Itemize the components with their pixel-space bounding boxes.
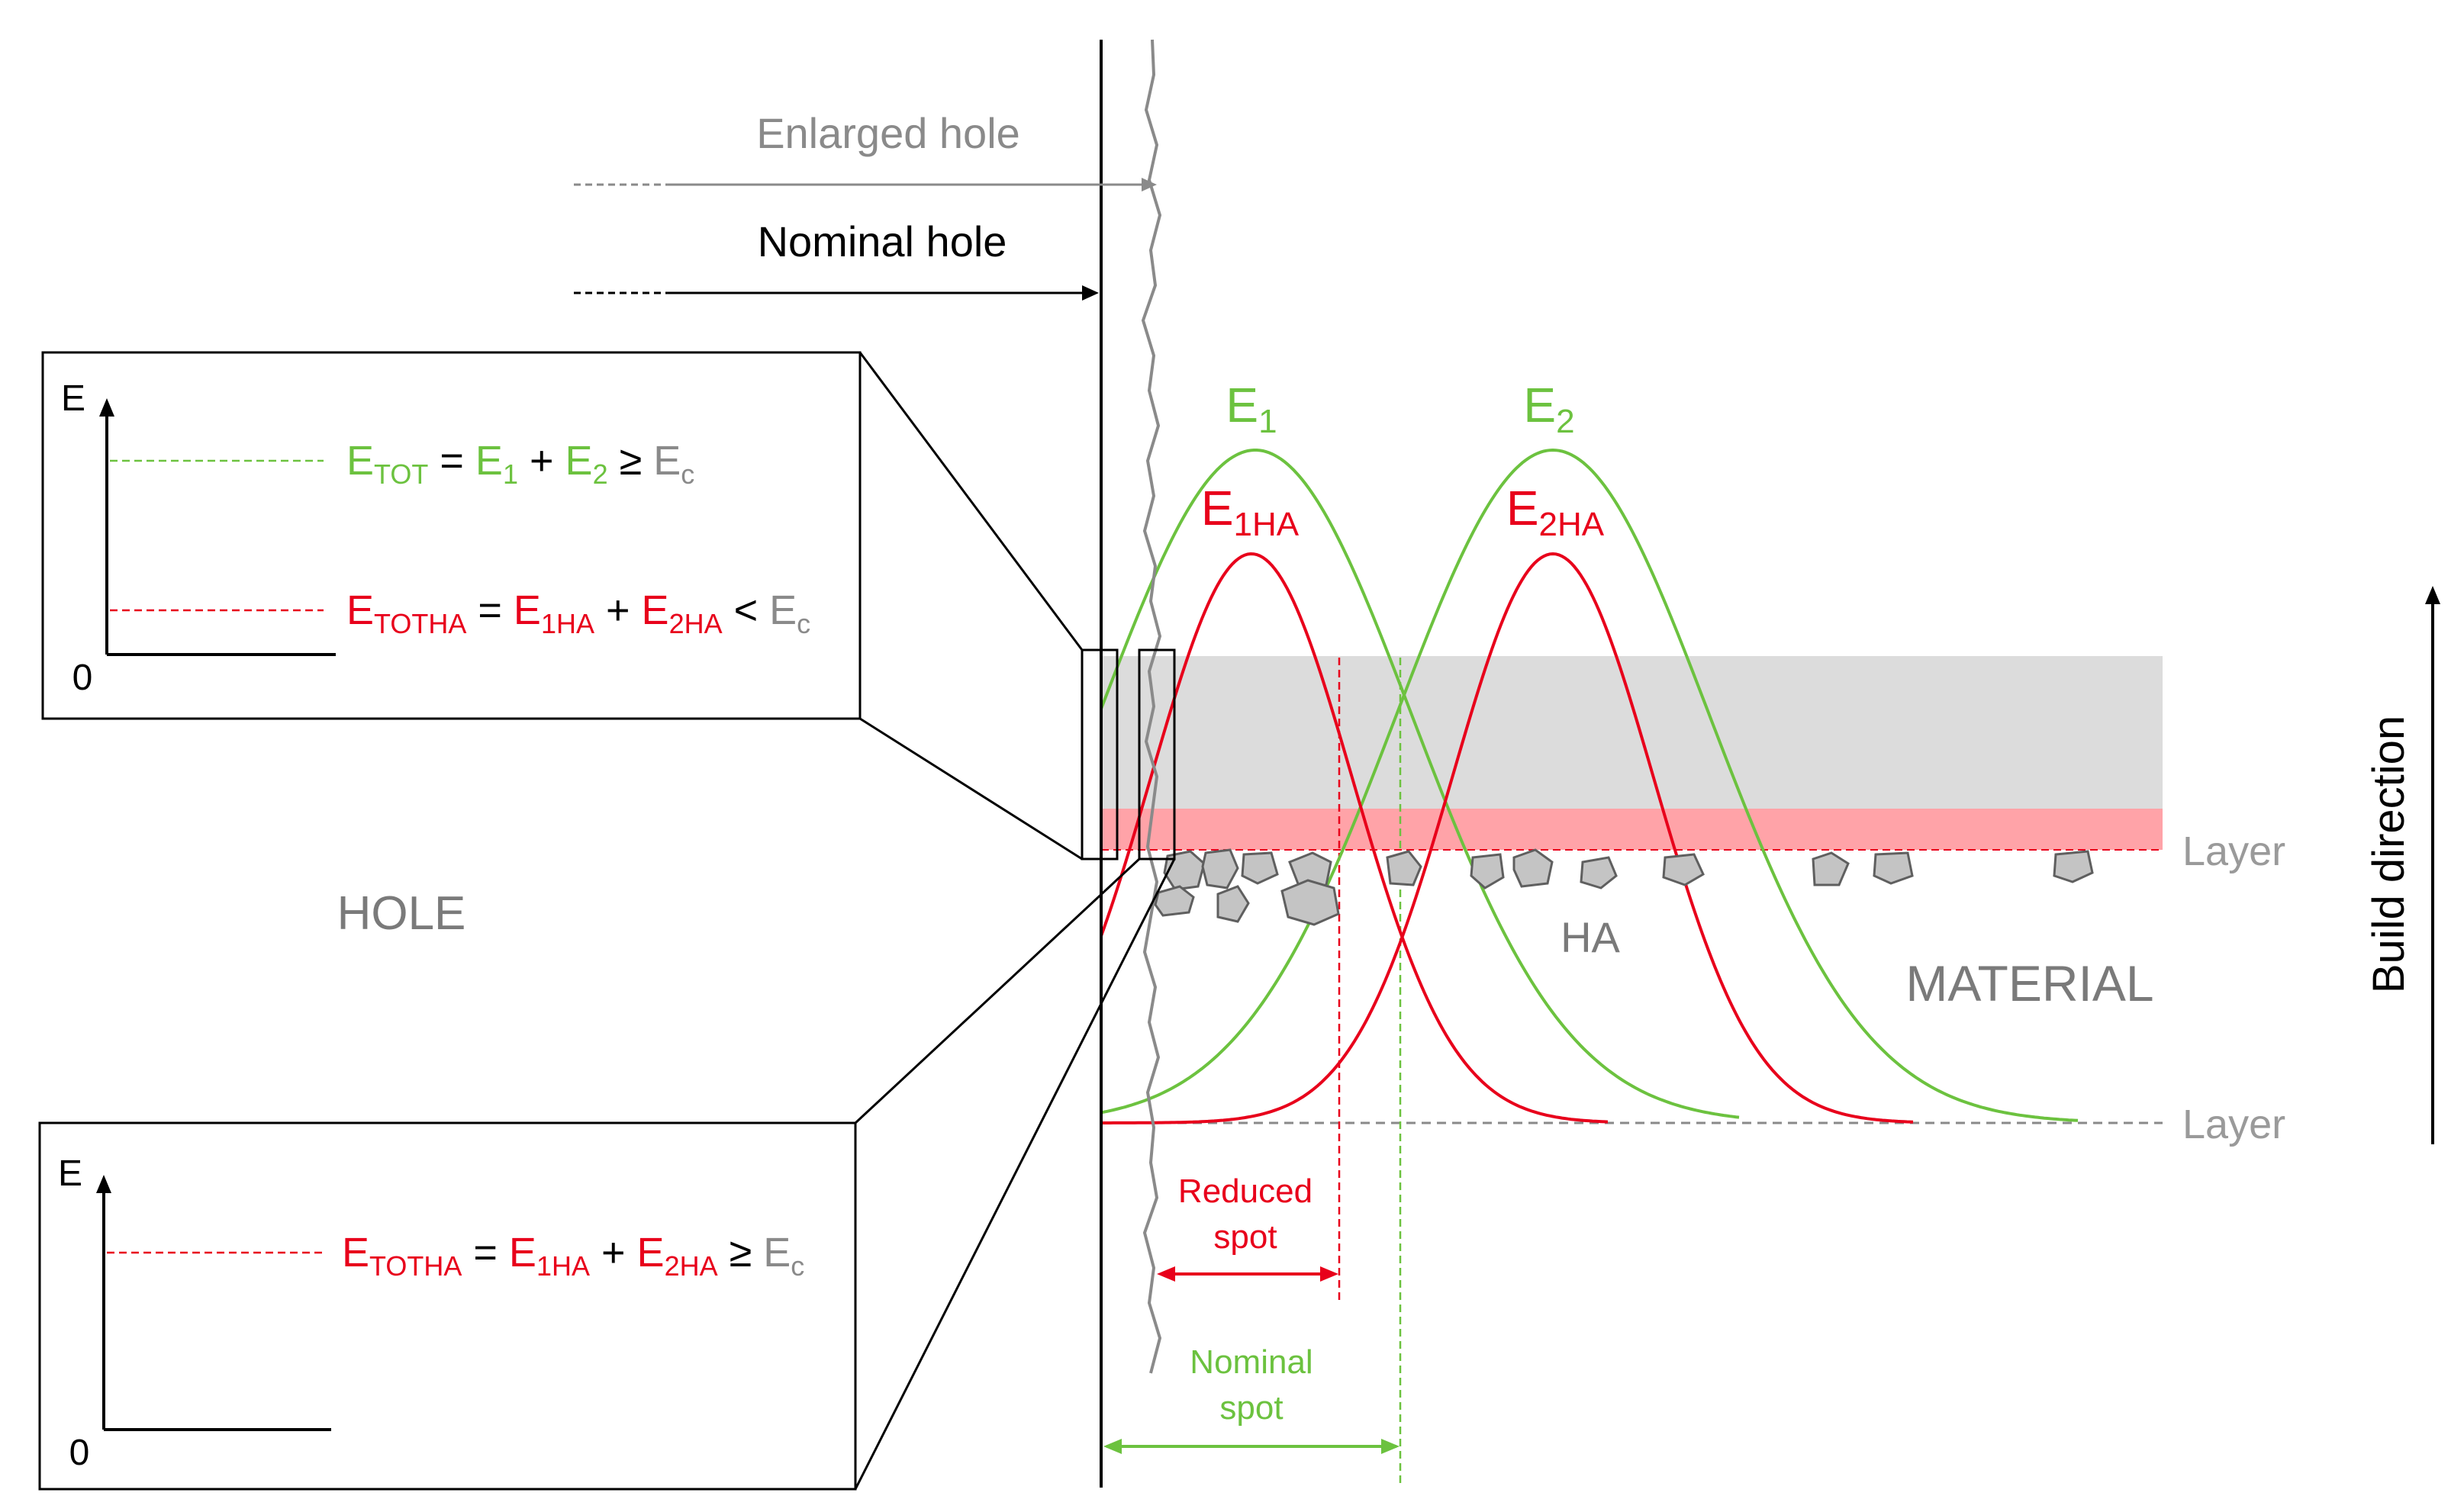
build-direction-arrowhead bbox=[2425, 586, 2440, 604]
layer-bottom-label: Layer bbox=[2182, 1102, 2285, 1147]
nominal-spot-arrowhead-right bbox=[1381, 1439, 1399, 1454]
inset-bottom-axis-label: E bbox=[58, 1153, 82, 1194]
nominal-spot-label-2: spot bbox=[1219, 1389, 1283, 1427]
particle bbox=[1201, 848, 1239, 890]
connector-bottom-1 bbox=[854, 857, 1141, 1124]
connector-bottom-2 bbox=[854, 858, 1176, 1490]
e1-label: E1 bbox=[1226, 378, 1277, 440]
enlarged-hole-label: Enlarged hole bbox=[756, 109, 1020, 157]
particle bbox=[1662, 853, 1705, 886]
build-direction-label: Build direction bbox=[2364, 716, 2414, 993]
inset-top-frame bbox=[41, 351, 862, 720]
inset-bottom-frame bbox=[38, 1121, 857, 1491]
reduced-spot-label-2: spot bbox=[1213, 1218, 1277, 1256]
inset-bottom: E 0 ETOTHA = E1HA + E2HA ≥ Ec bbox=[38, 1121, 857, 1491]
enlarged-hole-wall bbox=[1141, 39, 1162, 1374]
inset-top: E 0 ETOT = E1 + E2 ≥ Ec ETOTHA = E1HA + … bbox=[41, 351, 862, 720]
curve-e1 bbox=[1100, 449, 1740, 1119]
connector-top-2 bbox=[859, 717, 1083, 861]
curve-e1ha bbox=[1100, 552, 1609, 1124]
material-label: MATERIAL bbox=[1905, 955, 2153, 1012]
curve-e2 bbox=[1100, 448, 2079, 1122]
particle bbox=[1580, 856, 1618, 890]
inset-bottom-y-arrowhead bbox=[96, 1175, 111, 1193]
heat-affected-band bbox=[1101, 809, 2163, 850]
reduced-spot-arrowhead-left bbox=[1157, 1266, 1175, 1282]
processed-layer-band bbox=[1101, 656, 2163, 809]
particle bbox=[1241, 851, 1279, 885]
hole-label: HOLE bbox=[337, 887, 466, 940]
particle bbox=[1470, 853, 1505, 890]
ha-label: HA bbox=[1561, 913, 1620, 961]
ha-particles bbox=[1154, 848, 2094, 926]
nominal-spot-label-1: Nominal bbox=[1190, 1343, 1313, 1381]
particle bbox=[1163, 850, 1206, 891]
inset-top-y-arrowhead bbox=[99, 398, 114, 417]
inset-bottom-origin-label: 0 bbox=[69, 1433, 90, 1473]
e1ha-label: E1HA bbox=[1201, 481, 1300, 543]
nominal-hole-label: Nominal hole bbox=[758, 217, 1007, 265]
curve-e2ha bbox=[1101, 552, 1914, 1124]
particle bbox=[2053, 850, 2094, 883]
reduced-spot-arrowhead-right bbox=[1320, 1266, 1338, 1282]
nominal-spot-arrowhead-left bbox=[1103, 1439, 1122, 1454]
zoom-rect-nominal bbox=[1081, 648, 1119, 861]
inset-top-origin-label: 0 bbox=[72, 658, 93, 698]
layer-top-label: Layer bbox=[2182, 828, 2285, 874]
reduced-spot-label-1: Reduced bbox=[1178, 1173, 1313, 1210]
particle bbox=[1280, 879, 1340, 926]
particle bbox=[1216, 885, 1250, 923]
inset-top-equation-1: ETOT = E1 + E2 ≥ Ec bbox=[346, 438, 694, 490]
nominal-hole-arrowhead bbox=[1082, 285, 1099, 301]
e2-label: E2 bbox=[1523, 378, 1574, 440]
particle bbox=[1812, 851, 1850, 886]
particle bbox=[1512, 848, 1554, 888]
particle bbox=[1154, 885, 1195, 917]
particle bbox=[1386, 850, 1422, 886]
e2ha-label: E2HA bbox=[1506, 481, 1605, 543]
inset-bottom-equation: ETOTHA = E1HA + E2HA ≥ Ec bbox=[342, 1230, 804, 1282]
inset-top-equation-2: ETOTHA = E1HA + E2HA < Ec bbox=[346, 587, 810, 639]
zoom-rect-enlarged bbox=[1138, 648, 1176, 861]
connector-top-1 bbox=[858, 352, 1084, 651]
enlarged-hole-arrowhead bbox=[1142, 178, 1157, 191]
particle bbox=[1873, 851, 1914, 885]
inset-top-axis-label: E bbox=[61, 378, 85, 419]
